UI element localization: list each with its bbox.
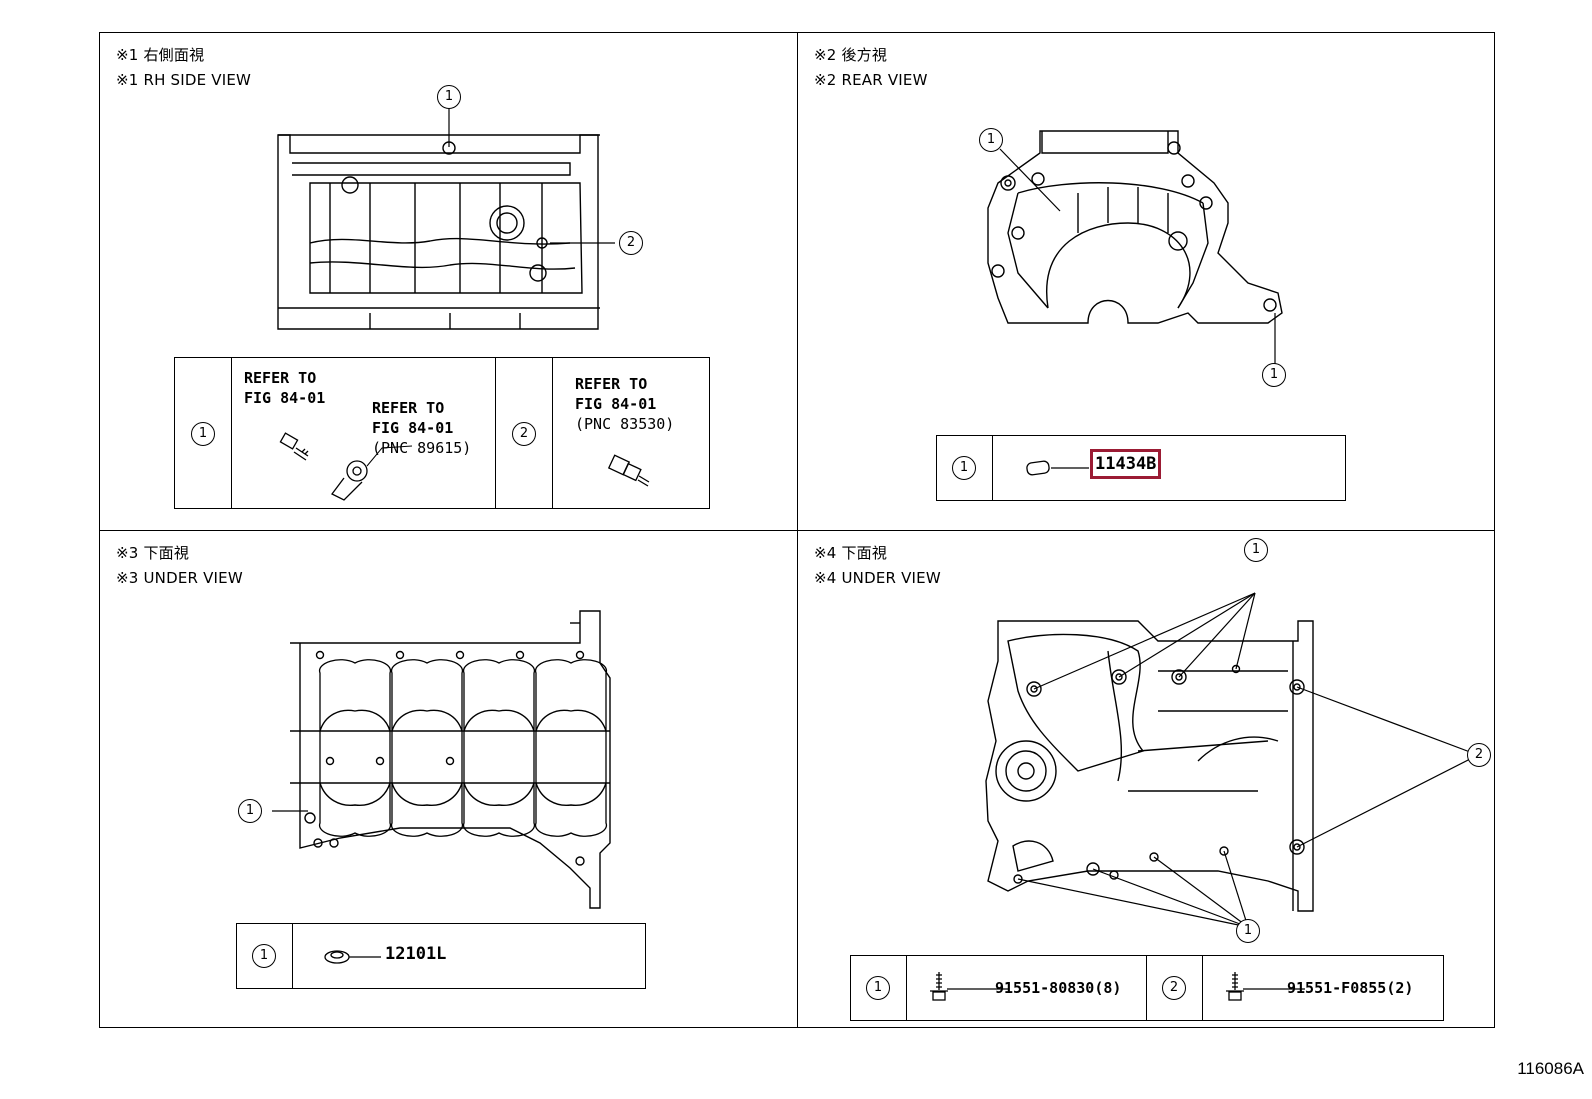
- temperature-sensor-icon: [607, 454, 650, 487]
- ref-label-1: 1: [866, 976, 890, 1000]
- ref-cell: 1: [175, 358, 232, 508]
- bolt-icon: [930, 972, 1009, 1001]
- view-title: ※2 後方視 ※2 REAR VIEW: [814, 43, 928, 93]
- under-view-4-panel: ※4 下面視 ※4 UNDER VIEW: [798, 531, 1494, 1027]
- oil-pan-under-drawing: [985, 620, 1314, 912]
- ref-label-1: 1: [191, 422, 215, 446]
- pin-icon: [1026, 460, 1089, 476]
- ref-label-1: 1: [252, 944, 276, 968]
- plug-icon: [324, 950, 381, 964]
- view-title-jp: ※3 下面視: [116, 544, 190, 562]
- part-number-91551-80830[interactable]: 91551-80830(8): [995, 979, 1122, 997]
- callout-leaders: [272, 810, 308, 812]
- diagram-frame: ※1 右側面視 ※1 RH SIDE VIEW 1 2: [99, 32, 1495, 1028]
- rear-view-panel: ※2 後方視 ※2 REAR VIEW 1 1: [798, 33, 1494, 531]
- ref-cell: 2: [1147, 956, 1203, 1020]
- view-title-en: ※4 UNDER VIEW: [814, 569, 941, 587]
- ref-cell: 2: [496, 358, 553, 508]
- knock-sensor-bolt-icon: [279, 432, 413, 501]
- engine-block-side-drawing: [277, 134, 600, 330]
- under-view-3-panel: ※3 下面視 ※3 UNDER VIEW: [100, 531, 798, 1027]
- rh-side-view-panel: ※1 右側面視 ※1 RH SIDE VIEW 1 2: [100, 33, 798, 531]
- view-title-jp: ※1 右側面視: [116, 46, 205, 64]
- view-title-en: ※1 RH SIDE VIEW: [116, 71, 252, 89]
- parts-table-under-4: 1 91551-80830(8) 2: [850, 955, 1444, 1021]
- callout-1-top: 1: [1244, 538, 1268, 562]
- callout-2: 2: [1467, 743, 1491, 767]
- parts-table-under-3: 1 12101L: [236, 923, 646, 989]
- bolt-icon: [1226, 972, 1305, 1001]
- part-number-12101L[interactable]: 12101L: [385, 944, 447, 964]
- ref-label-1: 1: [952, 456, 976, 480]
- part-cell: 12101L: [293, 924, 644, 988]
- part-number-11434B[interactable]: 11434B: [1089, 449, 1162, 479]
- part-number-91551-F0855[interactable]: 91551-F0855(2): [1287, 979, 1414, 997]
- callout-2: 2: [619, 231, 643, 255]
- callout-1-bottom: 1: [1236, 919, 1260, 943]
- view-title-en: ※3 UNDER VIEW: [116, 569, 243, 587]
- parts-table-rear: 1 11434B: [936, 435, 1346, 501]
- callout-leaders: [1017, 592, 1479, 928]
- figure-id: 116086A: [1517, 1059, 1584, 1078]
- callout-1: 1: [437, 85, 461, 109]
- view-title-jp: ※2 後方視: [814, 46, 888, 64]
- callout-leaders: [448, 108, 615, 244]
- callout-1: 1: [238, 799, 262, 823]
- view-title: ※4 下面視 ※4 UNDER VIEW: [814, 541, 941, 591]
- view-title-jp: ※4 下面視: [814, 544, 888, 562]
- callout-1-top: 1: [979, 128, 1003, 152]
- callout-1-bottom: 1: [1262, 363, 1286, 387]
- view-title-en: ※2 REAR VIEW: [814, 71, 928, 89]
- engine-block-rear-drawing: [987, 130, 1283, 324]
- part-cell: 91551-F0855(2): [1203, 956, 1442, 1020]
- view-title: ※1 右側面視 ※1 RH SIDE VIEW: [116, 43, 251, 93]
- ref-cell: 1: [851, 956, 907, 1020]
- ref-label-2: 2: [1162, 976, 1186, 1000]
- ref-label-2: 2: [512, 422, 536, 446]
- ref-cell: 1: [937, 436, 993, 500]
- engine-block-under-drawing: [290, 610, 611, 909]
- part-cell: 11434B: [993, 436, 1344, 500]
- ref-cell: 1: [237, 924, 293, 988]
- part-cell: 91551-80830(8): [907, 956, 1147, 1020]
- view-title: ※3 下面視 ※3 UNDER VIEW: [116, 541, 243, 591]
- callout-leaders: [999, 148, 1276, 365]
